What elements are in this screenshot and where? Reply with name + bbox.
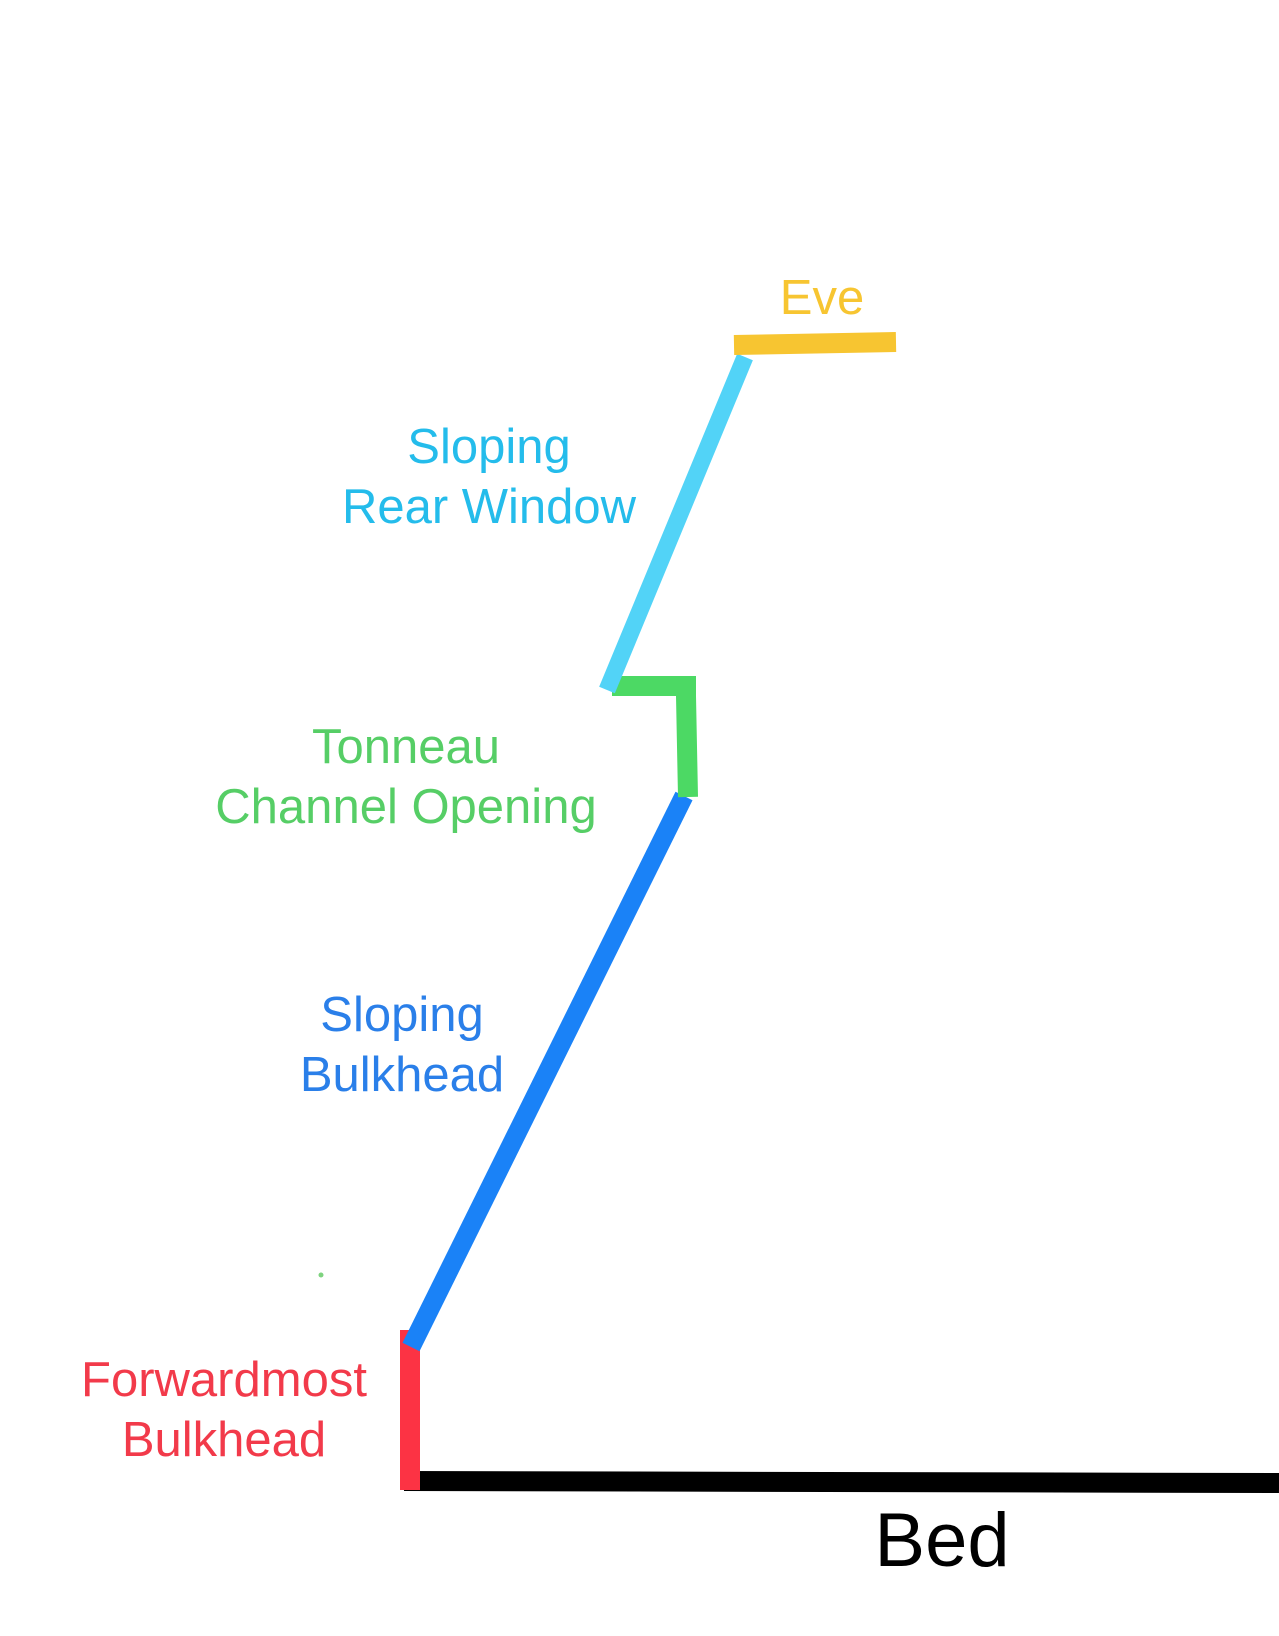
eve-label: Eve [780,271,864,325]
bed-line [403,1471,1279,1493]
sloping-rear-window-line [599,353,753,694]
sloping-bulkhead-label-line1: Sloping [320,988,483,1042]
tonneau-channel-opening-label-line1: Tonneau [312,720,500,774]
forwardmost-bulkhead-label-line1: Forwardmost [81,1353,367,1407]
forwardmost-bulkhead-label-line2: Bulkhead [122,1413,326,1467]
sloping-rear-window-label-line2: Rear Window [342,480,637,534]
green-speck [318,1272,324,1278]
bed-label: Bed [874,1498,1009,1583]
sloping-bulkhead-line [402,791,693,1352]
tonneau-channel-opening-label-line2: Channel Opening [215,780,596,834]
sloping-rear-window-label-line1: Sloping [407,420,570,474]
tonneau-channel-opening-line [612,676,698,798]
eve-line [733,332,897,355]
sloping-bulkhead-label-line2: Bulkhead [300,1048,504,1102]
